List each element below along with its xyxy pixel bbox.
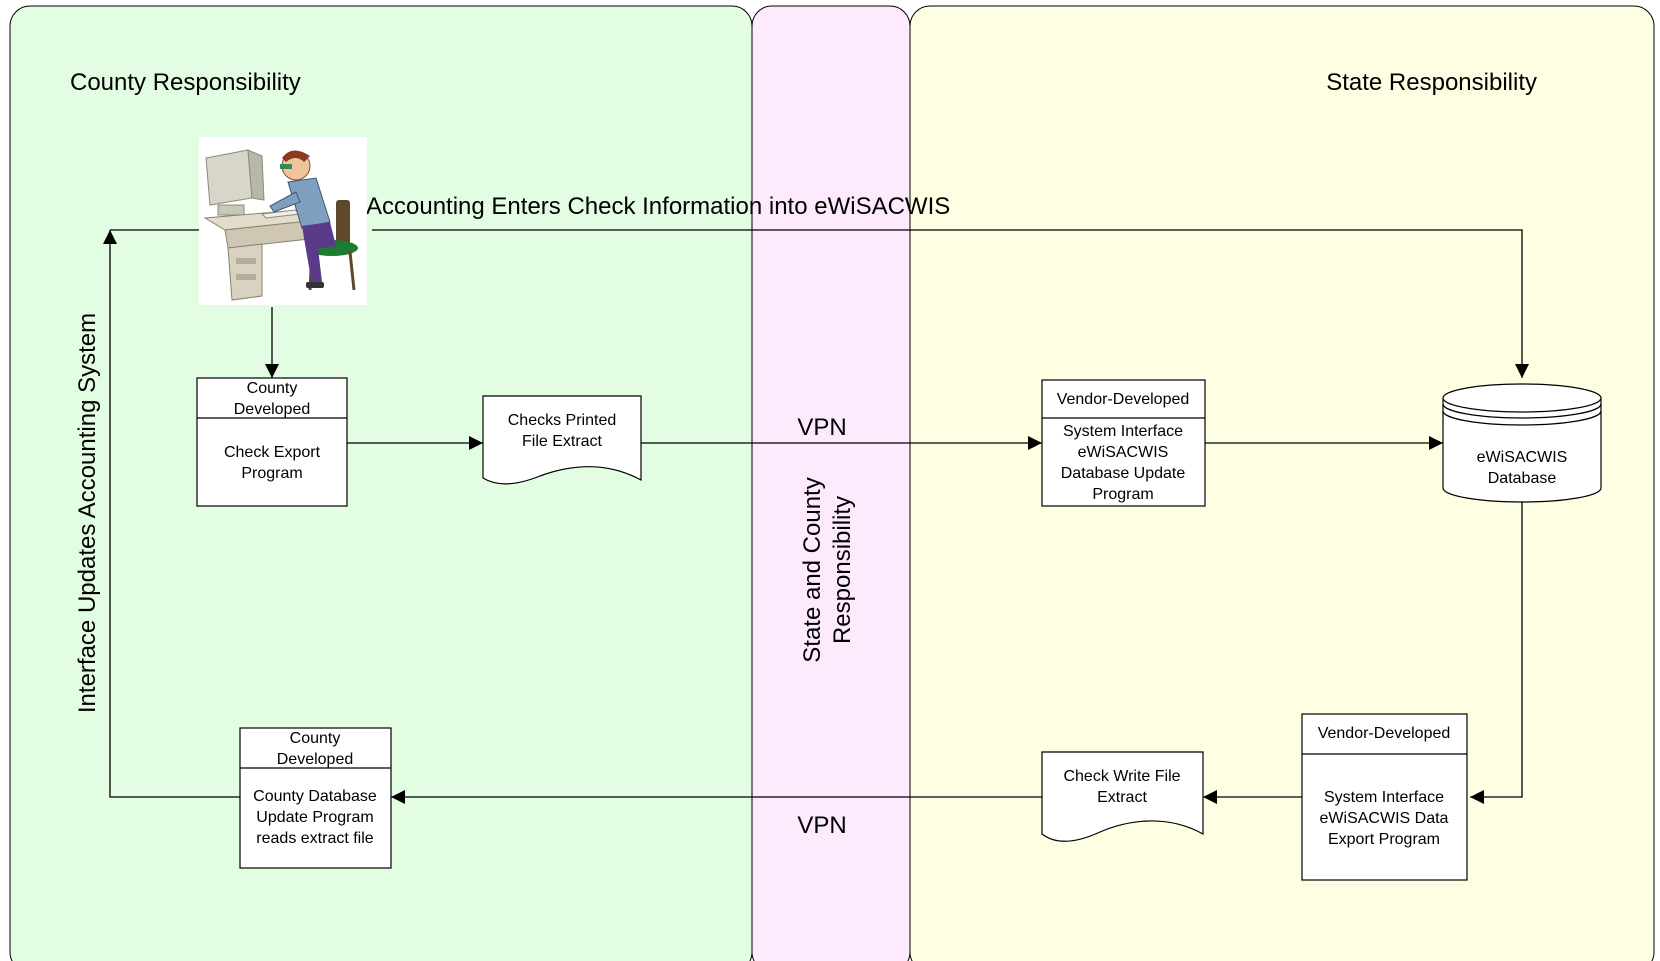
computer-user-icon: [199, 137, 367, 305]
accounting-enters-label: Accounting Enters Check Information into…: [366, 193, 950, 220]
db-update-body-line3: Database Update: [1061, 465, 1186, 482]
county-db-update-header-line2: Developed: [277, 751, 354, 768]
check-export-header-line1: County: [247, 380, 298, 397]
arrow-county-db-to-user: [103, 230, 240, 798]
check-export-process: County Developed Check Export Program: [196, 377, 348, 507]
county-db-update-body-line3: reads extract file: [256, 830, 373, 847]
database-line1: eWiSACWIS: [1477, 449, 1568, 466]
db-update-body-line2: eWiSACWIS: [1078, 444, 1169, 461]
vpn-top-label: VPN: [797, 414, 846, 441]
check-export-body-line1: Check Export: [224, 444, 321, 461]
db-update-process: Vendor-Developed System Interface eWiSAC…: [1041, 379, 1206, 507]
county-db-update-process: County Developed County Database Update …: [239, 727, 392, 869]
data-export-body-line2: eWiSACWIS Data: [1320, 810, 1449, 827]
checks-printed-line1: Checks Printed: [508, 412, 617, 429]
data-export-process: Vendor-Developed System Interface eWiSAC…: [1301, 713, 1468, 881]
check-export-header-line2: Developed: [234, 401, 311, 418]
county-db-update-body-line1: County Database: [253, 788, 377, 805]
shared-zone: [751, 5, 911, 961]
county-zone-title: County Responsibility: [70, 69, 301, 96]
county-db-update-header-line1: County: [290, 730, 341, 747]
db-update-body-line4: Program: [1092, 486, 1153, 503]
data-export-body-line1: System Interface: [1324, 789, 1444, 806]
checks-printed-document: Checks Printed File Extract: [482, 395, 642, 485]
state-zone-title: State Responsibility: [1326, 69, 1537, 96]
check-export-body-line2: Program: [241, 465, 302, 482]
db-update-header: Vendor-Developed: [1057, 391, 1190, 408]
vpn-bottom-label: VPN: [797, 812, 846, 839]
db-update-body-line1: System Interface: [1063, 423, 1183, 440]
data-export-header: Vendor-Developed: [1318, 725, 1451, 742]
shared-zone-title-line2: Responsibility: [829, 496, 856, 644]
check-write-line2: Extract: [1097, 789, 1147, 806]
arrow-database-to-data-export: [1470, 502, 1523, 804]
ewisacwis-database: eWiSACWIS Database: [1442, 383, 1602, 503]
data-export-body-line3: Export Program: [1328, 831, 1440, 848]
check-write-document: Check Write File Extract: [1041, 751, 1204, 842]
county-db-update-body-line2: Update Program: [256, 809, 373, 826]
shared-zone-title: State and County Responsibility: [799, 477, 856, 662]
database-line2: Database: [1488, 470, 1557, 487]
checks-printed-line2: File Extract: [522, 433, 603, 450]
check-write-line1: Check Write File: [1063, 768, 1180, 785]
arrow-user-to-database: [372, 229, 1529, 378]
shared-zone-title-line1: State and County: [799, 477, 826, 662]
interface-updates-label: Interface Updates Accounting System: [74, 313, 101, 713]
